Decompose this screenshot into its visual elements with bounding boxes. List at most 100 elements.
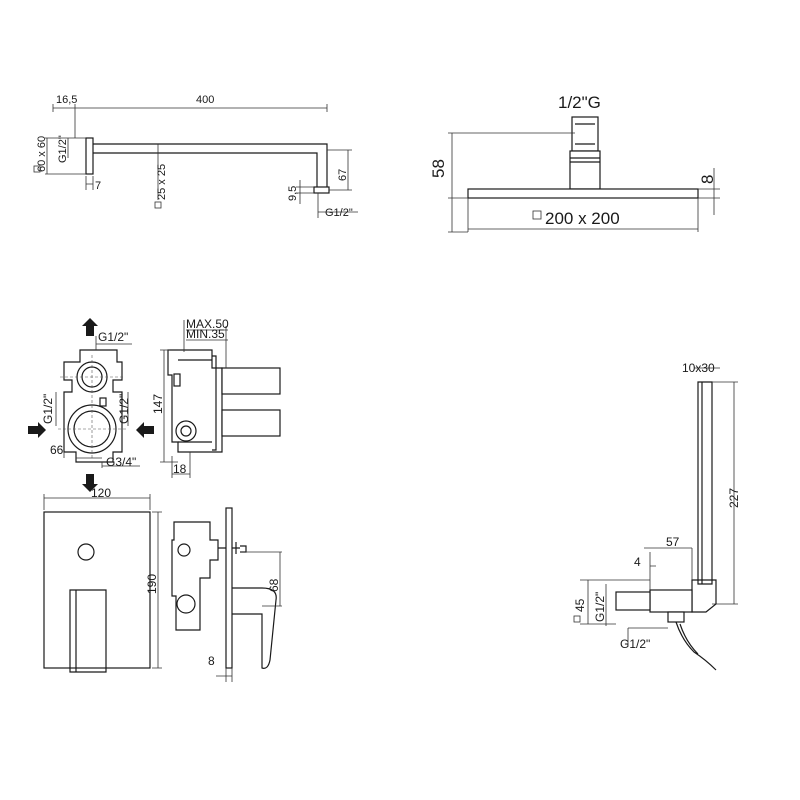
arm-section-label: 25 x 25: [156, 164, 168, 200]
mixer-lever-front: [69, 589, 107, 673]
valve-depth-max-label: MAX.50: [186, 317, 229, 331]
mixer-side-port-top: [177, 543, 191, 557]
elbow-square-symbol: [573, 615, 581, 623]
head-connector-nut: [571, 116, 599, 152]
valve-depth-min-label: MIN.35: [186, 327, 225, 341]
cover-height-dim: [152, 511, 162, 669]
head-thread-label: 1/2"G: [558, 93, 601, 112]
flange-depth-dim: [85, 176, 94, 190]
handle-section-label: 10x30: [682, 361, 715, 375]
plate-thickness-label: 8: [208, 654, 215, 668]
mixer-side-view: 68 8: [171, 507, 282, 682]
valve-inlet-thread-label: G3/4": [106, 455, 136, 469]
handle-holder: [691, 579, 717, 613]
arm-section-square-symbol: [154, 201, 162, 209]
head-plate: [467, 188, 699, 199]
valve-height-dim: [160, 349, 178, 463]
valve-side-edges: [178, 359, 212, 443]
hand-shower-drawing: 10x30 227 57 4 45 G1/2" G1/2": [573, 361, 741, 671]
cover-width-label: 120: [91, 486, 111, 500]
valve-side-port-inner: [180, 425, 192, 437]
arrow-left-inlet-icon: [136, 422, 154, 438]
wall-elbow-body: [649, 589, 693, 613]
arm-outlet-nut: [313, 186, 330, 194]
head-swivel-lines: [570, 157, 600, 163]
valve-body-front: G1/2" G1/2" G1/2" 66 G3/4": [28, 318, 154, 492]
wall-thread-label: G1/2": [593, 592, 607, 622]
head-nut-flats: [575, 123, 595, 145]
valve-body-outline: [63, 349, 123, 463]
outlet-offset-dim: [296, 180, 314, 204]
valve-body-side: MAX.50 MIN.35 147 18: [151, 317, 281, 478]
cover-height-label: 190: [145, 574, 159, 594]
arm-body: [93, 143, 328, 187]
valve-top-outlet-label: G1/2": [98, 330, 128, 344]
arm-drop-dim-lines: [327, 149, 352, 191]
hand-shower-handle: [697, 381, 713, 585]
valve-width-label: 66: [50, 443, 64, 457]
arm-drop-label: 67: [337, 169, 349, 181]
elbow-length-label: 57: [666, 535, 680, 549]
cover-width-dim: [43, 494, 151, 510]
head-height-label: 58: [429, 159, 448, 178]
head-width-dim-lines: [467, 198, 699, 232]
arrow-up-icon: [82, 318, 98, 336]
arm-length-label: 400: [196, 94, 214, 106]
elbow-offset-label: 4: [634, 555, 641, 569]
side-outlet-leaders: [55, 392, 129, 426]
diverter-knob: [77, 543, 95, 561]
valve-side-plate-line: [212, 355, 217, 451]
flange-square-symbol: [33, 165, 41, 173]
hose-connector: [667, 611, 685, 623]
arm-inlet-thread-label: G1/2": [57, 135, 69, 163]
outlet-offset-label: 9,5: [287, 186, 299, 201]
lever-reach-label: 68: [267, 578, 281, 592]
shower-hose: [675, 621, 717, 671]
outlet-thread-leader: [317, 193, 358, 218]
head-thickness-label: 8: [698, 175, 717, 184]
cover-plate-outline: [43, 511, 151, 669]
flange-dim-lines: [45, 137, 86, 175]
arm-top-dim-lines: [52, 104, 328, 138]
head-size-label: 200 x 200: [545, 209, 620, 228]
valve-bottom-dims: [63, 452, 140, 468]
valve-side-upper-cap: [221, 367, 281, 395]
valve-left-outlet-label: G1/2": [41, 394, 55, 424]
elbow-section-dims: [580, 579, 668, 644]
mixer-lever-side: [232, 587, 277, 669]
head-thickness-dim-lines: [698, 168, 720, 215]
valve-side-outline: [167, 349, 223, 453]
valve-side-port: [175, 420, 197, 442]
shower-arm-drawing: 16,5 400 60 x 60 G1/2" 7 25 x 25 67 9,5 …: [33, 94, 358, 219]
top-outlet-leader: [95, 336, 132, 350]
flange-offset-label: 16,5: [56, 94, 77, 106]
arrow-down-icon: [82, 474, 98, 492]
mixer-side-port-bottom: [176, 594, 196, 614]
elbow-length-dims: [644, 547, 693, 590]
head-square-symbol: [532, 210, 542, 220]
cover-plate-front: 120 190: [43, 486, 162, 673]
head-height-dim-lines: [448, 132, 575, 233]
flange-size-label: 60 x 60: [36, 136, 48, 172]
wall-elbow-flange: [615, 591, 651, 611]
plate-thickness-dim: [216, 668, 233, 682]
arrow-right-inlet-icon: [28, 422, 46, 438]
valve-plate-depth-dim: [171, 452, 191, 478]
valve-marker: [99, 397, 107, 407]
valve-center-lines: [58, 355, 128, 460]
shower-head-drawing: 1/2"G 58 8 200 x 200: [429, 93, 720, 233]
flange-depth-label: 7: [95, 180, 101, 192]
hose-thread-label: G1/2": [620, 637, 650, 651]
handle-dims: [694, 367, 738, 605]
head-swivel-joint: [569, 150, 601, 190]
valve-plate-depth-label: 18: [173, 462, 187, 476]
outlet-thread-label: G1/2": [325, 207, 353, 219]
valve-side-stub: [173, 373, 181, 387]
lever-reach-dim: [240, 551, 282, 607]
valve-side-lower-cap: [221, 409, 281, 437]
arm-wall-flange: [85, 137, 94, 175]
mixer-body-side: [171, 521, 219, 631]
valve-right-outlet-label: G1/2": [117, 394, 131, 424]
valve-height-label: 147: [151, 394, 165, 414]
